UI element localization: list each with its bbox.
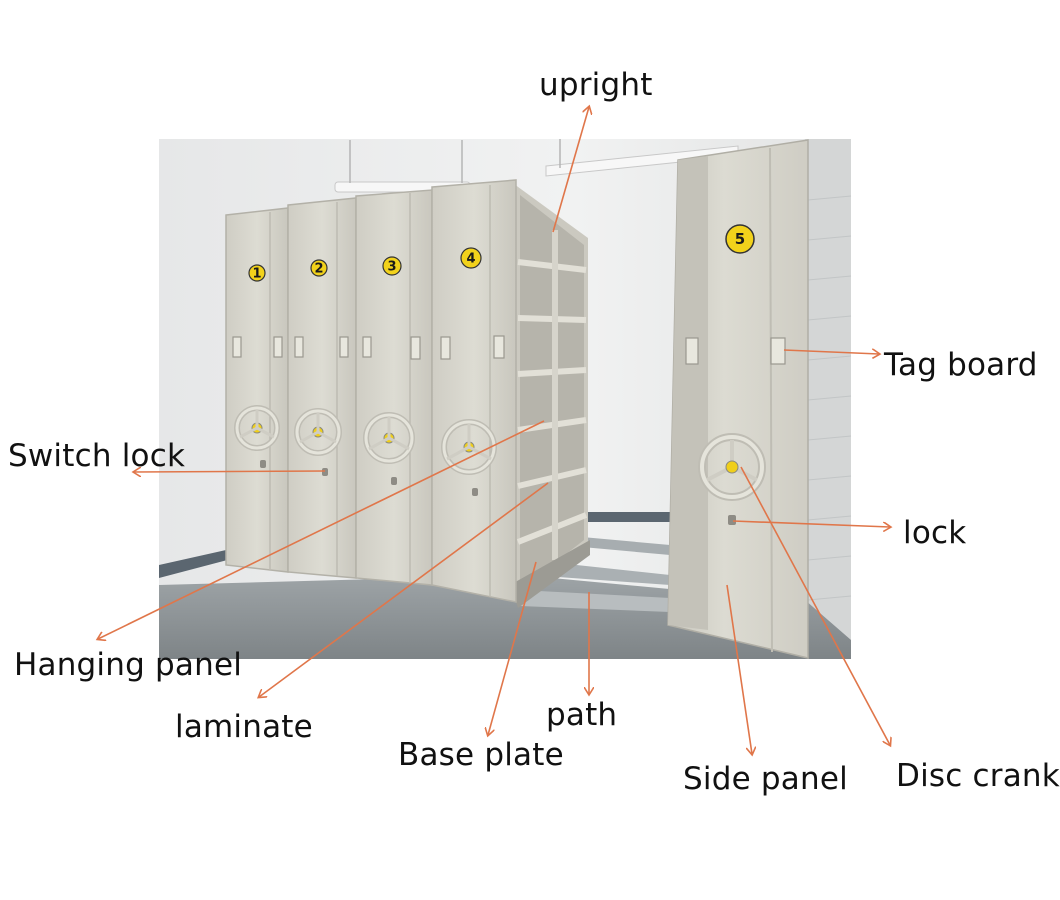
cabinet-4 [431,179,517,603]
cabinet-2 [287,197,357,579]
badge-2 [310,259,328,277]
base-plate-shape [510,540,590,608]
label-side-panel: Side panel [683,761,848,797]
cabinet-photo: 1 2 3 4 5 [159,139,852,659]
label-disc-crank: Disc crank [896,758,1060,794]
cabinet-5 [667,139,809,659]
cabinet-number-badges: 1 2 3 4 5 [248,224,755,282]
label-path: path [546,697,618,733]
cabinet-3 [355,189,433,586]
label-base-plate: Base plate [398,737,564,773]
hanging-panel-arrow [98,420,545,639]
disc-crank-arrow [740,466,890,745]
label-tag-board: Tag board [884,347,1038,383]
side-panel-arrow [726,584,752,754]
switch-lock-arrow [134,471,326,472]
lock-arrow [732,520,890,527]
label-upright: upright [539,67,653,103]
label-hanging-panel: Hanging panel [14,647,243,683]
label-laminate: laminate [175,709,313,745]
base-plate-arrow [488,561,537,735]
baseboard [159,548,235,578]
badge-5 [725,224,755,254]
badge-3 [382,256,402,276]
cabinet-group [225,179,517,603]
callout-arrows [98,107,890,754]
badge-1-number: 1 [252,267,261,282]
cabinet-1 [225,207,289,573]
laminate-arrow [259,482,549,697]
baseboard-back [580,512,670,522]
badge-3-number: 3 [387,260,396,275]
floor-rail [520,590,670,612]
badge-4-number: 4 [466,252,475,267]
badge-5-number: 5 [735,230,745,248]
badge-2-number: 2 [314,262,323,277]
badge-4 [460,247,482,269]
badge-1 [248,264,266,282]
tag-board-arrow [783,350,879,354]
brick-wall [805,139,851,659]
upright-arrow [552,107,589,233]
label-lock: lock [903,515,967,551]
label-switch-lock: Switch lock [8,438,186,474]
